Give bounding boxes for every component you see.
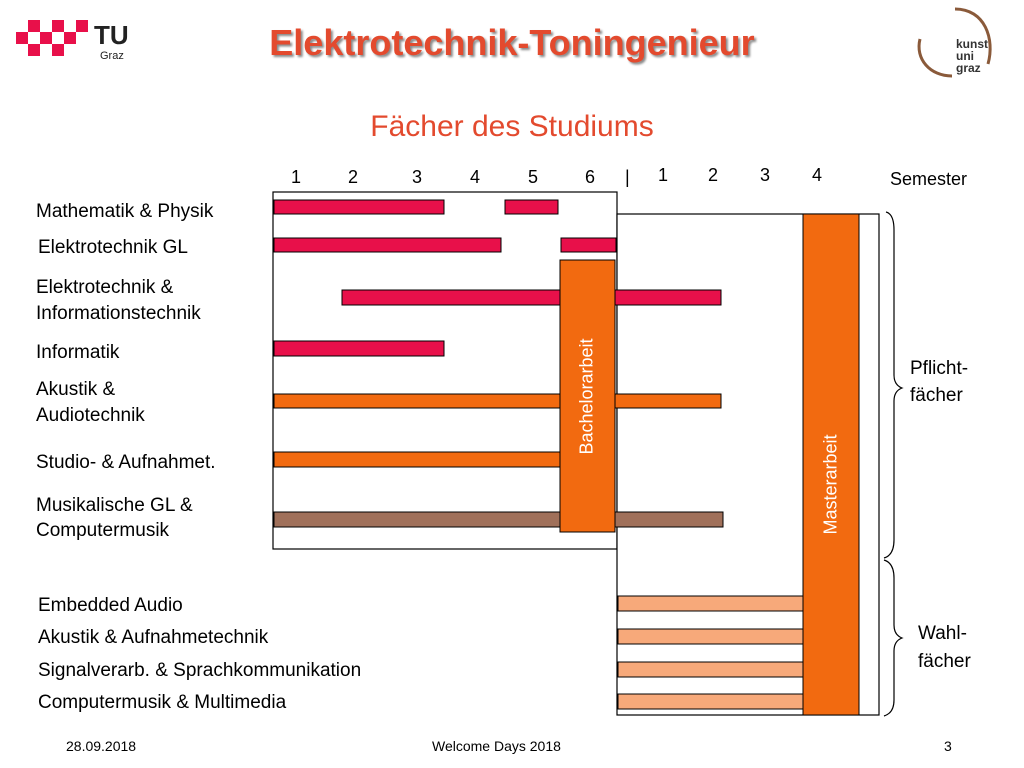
subject-informatik: Informatik [36,342,120,363]
masterarbeit-block [802,213,860,716]
subject-studio: Studio- & Aufnahmet. [36,452,216,473]
pflicht-label-line2: fächer [910,385,963,406]
elective-bar-3 [617,661,804,678]
slide-subtitle: Fächer des Studiums [370,110,654,143]
subject-eit-line1: Elektrotechnik & [36,277,174,298]
pflicht-label-line1: Pflicht- [910,358,969,379]
elective-bar-1 [617,595,804,612]
bar-informatik [273,340,445,357]
semester-m2: 2 [708,165,719,185]
bar-akustik [273,393,722,409]
tu-graz-logo-mark [16,20,88,56]
elective-bar-2 [617,628,804,645]
kunstuni-graz-logo: kunst uni graz [910,4,1010,84]
subject-akustik-line1: Akustik & [36,379,116,400]
subject-musik-line1: Musikalische GL & [36,495,193,516]
wahl-brace [883,559,904,717]
footer-date: 28.09.2018 [66,738,137,754]
tu-graz-logo: TU Graz [14,18,134,68]
semester-m1: 1 [658,165,669,185]
elective-label-3: Signalverarb. & Sprachkommunikation [38,660,362,681]
tu-logo-sub: Graz [100,50,124,62]
elective-label-2: Akustik & Aufnahmetechnik [38,627,269,648]
semester-b1: 1 [291,167,302,187]
bachelorarbeit-block [559,259,616,533]
kunstuni-line-1: kunst [956,37,989,51]
elective-label-1: Embedded Audio [38,595,183,616]
bar-musik [273,511,724,528]
masterarbeit-label: Masterarbeit [820,434,841,535]
footer-event: Welcome Days 2018 [432,738,561,754]
semester-b4: 4 [470,167,481,187]
semester-b6: 6 [585,167,596,187]
elective-bar-4 [617,693,804,710]
subject-akustik-line2: Audiotechnik [36,405,145,426]
subject-musik-line2: Computermusik [36,520,170,541]
kunstuni-line-3: graz [956,61,981,75]
semester-b5: 5 [528,167,539,187]
kunstuni-line-2: uni [956,49,974,63]
elective-label-4: Computermusik & Multimedia [38,692,287,713]
slide-title: Elektrotechnik-Toningenieur [269,22,755,63]
semester-label: Semester [890,169,968,189]
bachelorarbeit-label: Bachelorarbeit [577,337,598,455]
kunstuni-swoosh-icon [917,7,992,78]
bar-etgl-2 [560,237,617,253]
bar-eit [341,289,722,306]
semester-m3: 3 [760,165,771,185]
semester-b2: 2 [348,167,359,187]
subject-mathe: Mathematik & Physik [36,201,214,222]
bar-mathe-1 [273,199,445,215]
masterarbeit-label-box: Masterarbeit [803,214,859,715]
semester-m4: 4 [812,165,823,185]
bar-studio [273,451,561,468]
tu-logo-text: TU [94,20,129,50]
bar-mathe-2 [504,199,559,215]
wahl-label-line1: Wahl- [918,623,967,644]
subject-etgl: Elektrotechnik GL [38,237,188,258]
footer-page-number: 3 [944,738,952,754]
bachelorarbeit-label-box: Bachelorarbeit [560,260,615,532]
pflicht-brace [883,211,904,559]
wahl-label-line2: fächer [918,651,971,672]
semester-separator: | [625,167,630,187]
semester-b3: 3 [412,167,423,187]
subject-eit-line2: Informationstechnik [36,303,201,324]
bar-etgl-1 [273,237,502,253]
